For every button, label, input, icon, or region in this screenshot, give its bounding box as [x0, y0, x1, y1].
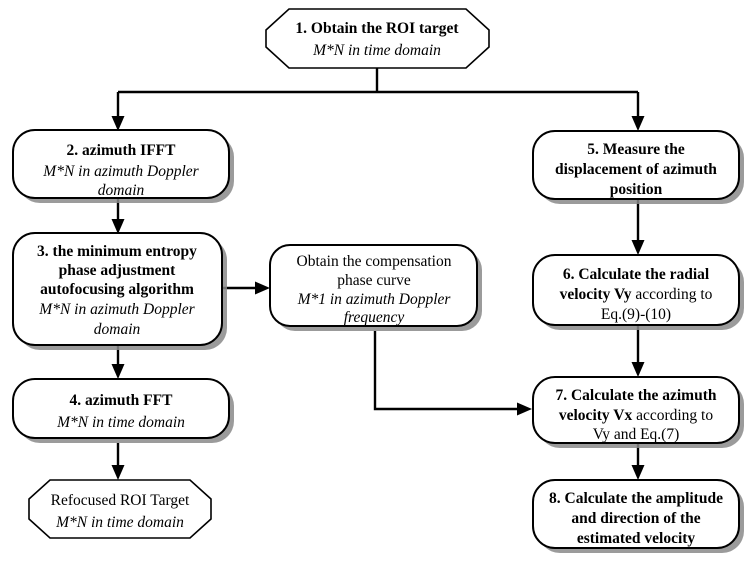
- svg-text:6. Calculate the radial: 6. Calculate the radial: [563, 266, 710, 283]
- node-line: estimated velocity: [577, 530, 696, 547]
- svg-text:autofocusing algorithm: autofocusing algorithm: [40, 281, 194, 298]
- node-line: 6. Calculate the radial: [563, 266, 710, 283]
- node-line: frequency: [344, 309, 405, 326]
- edge-n1-split: [118, 68, 638, 94]
- node-azimuth-ifft[interactable]: 2. azimuth IFFT M*N in azimuth Doppler d…: [12, 129, 234, 203]
- node-line: displacement of azimuth: [555, 161, 717, 178]
- node-obtain-roi-target[interactable]: 1. Obtain the ROI target M*N in time dom…: [265, 8, 490, 69]
- node-line: 7. Calculate the azimuth: [555, 387, 716, 404]
- node-minimum-entropy-autofocus[interactable]: 3. the minimum entropy phase adjustment …: [12, 232, 227, 350]
- node-azimuth-fft[interactable]: 4. azimuth FFT M*N in time domain: [12, 378, 234, 443]
- edge-layer: [111, 68, 645, 480]
- edge-n1-n6: [631, 92, 645, 131]
- edge-n8-n9: [631, 443, 645, 480]
- node-line: 2. azimuth IFFT: [67, 142, 177, 159]
- node-line: 1. Obtain the ROI target: [295, 20, 459, 37]
- svg-text:and direction of the: and direction of the: [571, 510, 700, 527]
- node-line-mixed: velocity Vx according to: [559, 407, 713, 424]
- svg-text:1. Obtain the ROI target: 1. Obtain the ROI target: [295, 20, 459, 37]
- node-line: M*1 in azimuth Doppler: [297, 291, 452, 308]
- node-measure-displacement[interactable]: 5. Measure the displacement of azimuth p…: [532, 130, 744, 204]
- node-line: M*N in time domain: [56, 414, 185, 431]
- node-line: and direction of the: [571, 510, 700, 527]
- svg-text:Vy and Eq.(7): Vy and Eq.(7): [593, 426, 680, 443]
- svg-text:M*N in time domain: M*N in time domain: [312, 42, 441, 59]
- edge-n2-n3: [111, 198, 125, 234]
- node-line: M*N in azimuth Doppler: [38, 301, 195, 318]
- edge-nmid-n8: [373, 331, 532, 416]
- svg-text:M*1 in azimuth Doppler: M*1 in azimuth Doppler: [297, 291, 452, 308]
- svg-text:frequency: frequency: [344, 309, 405, 326]
- node-line: M*N in time domain: [312, 42, 441, 59]
- node-line-regular-part: according to: [631, 286, 712, 303]
- svg-text:domain: domain: [98, 182, 145, 199]
- node-calculate-azimuth-velocity[interactable]: 7. Calculate the azimuth velocity Vx acc…: [532, 376, 744, 448]
- node-line: autofocusing algorithm: [40, 281, 194, 298]
- node-line: domain: [98, 182, 145, 199]
- node-line: 3. the minimum entropy: [37, 243, 197, 260]
- svg-text:8. Calculate the amplitude: 8. Calculate the amplitude: [549, 490, 723, 507]
- svg-text:Obtain the compensation: Obtain the compensation: [297, 253, 452, 270]
- node-line: Refocused ROI Target: [51, 492, 190, 509]
- svg-text:M*N in time domain: M*N in time domain: [55, 514, 184, 531]
- edge-n7-n8: [631, 325, 645, 377]
- svg-text:4. azimuth FFT: 4. azimuth FFT: [70, 392, 174, 409]
- node-line: 4. azimuth FFT: [70, 392, 174, 409]
- node-calculate-amplitude-direction[interactable]: 8. Calculate the amplitude and direction…: [532, 479, 744, 553]
- node-line: M*N in azimuth Doppler: [42, 163, 199, 180]
- node-line: 5. Measure the: [587, 141, 685, 158]
- node-line-bold-part: velocity Vx: [559, 407, 633, 424]
- svg-text:5. Measure the: 5. Measure the: [587, 141, 685, 158]
- node-line: M*N in time domain: [55, 514, 184, 531]
- node-line-mixed: velocity Vy according to: [560, 286, 713, 303]
- svg-text:phase curve: phase curve: [337, 272, 411, 289]
- edge-n6-n7: [631, 199, 645, 255]
- svg-text:position: position: [610, 181, 663, 198]
- edge-n3-nmid: [222, 281, 270, 295]
- node-line-bold-part: velocity Vy: [560, 286, 632, 303]
- svg-text:estimated velocity: estimated velocity: [577, 530, 696, 547]
- svg-text:3. the minimum entropy: 3. the minimum entropy: [37, 243, 197, 260]
- node-calculate-radial-velocity[interactable]: 6. Calculate the radial velocity Vy acco…: [532, 254, 744, 330]
- node-refocused-roi-target[interactable]: Refocused ROI Target M*N in time domain: [28, 479, 212, 539]
- node-compensation-phase-curve[interactable]: Obtain the compensation phase curve M*1 …: [269, 244, 482, 331]
- edge-n1-n2: [111, 92, 125, 131]
- svg-text:7. Calculate the azimuth: 7. Calculate the azimuth: [555, 387, 716, 404]
- node-line: Vy and Eq.(7): [593, 426, 680, 443]
- svg-text:M*N in azimuth Doppler: M*N in azimuth Doppler: [38, 301, 195, 318]
- node-line: position: [610, 181, 663, 198]
- node-line-regular-part: according to: [632, 407, 713, 424]
- svg-text:M*N in azimuth Doppler: M*N in azimuth Doppler: [42, 163, 199, 180]
- node-line: domain: [94, 321, 141, 338]
- node-line: phase adjustment: [59, 262, 177, 279]
- svg-text:Eq.(9)-(10): Eq.(9)-(10): [601, 306, 671, 323]
- node-line: 8. Calculate the amplitude: [549, 490, 723, 507]
- node-line: Obtain the compensation: [297, 253, 452, 270]
- edge-n4-n5: [111, 443, 125, 480]
- edge-n3-n4: [111, 345, 125, 379]
- svg-text:M*N in time domain: M*N in time domain: [56, 414, 185, 431]
- svg-text:displacement of azimuth: displacement of azimuth: [555, 161, 717, 178]
- svg-text:domain: domain: [94, 321, 141, 338]
- svg-text:2. azimuth IFFT: 2. azimuth IFFT: [67, 142, 177, 159]
- svg-text:Refocused ROI Target: Refocused ROI Target: [51, 492, 190, 509]
- node-line: phase curve: [337, 272, 411, 289]
- svg-text:phase adjustment: phase adjustment: [59, 262, 177, 279]
- node-line: Eq.(9)-(10): [601, 306, 671, 323]
